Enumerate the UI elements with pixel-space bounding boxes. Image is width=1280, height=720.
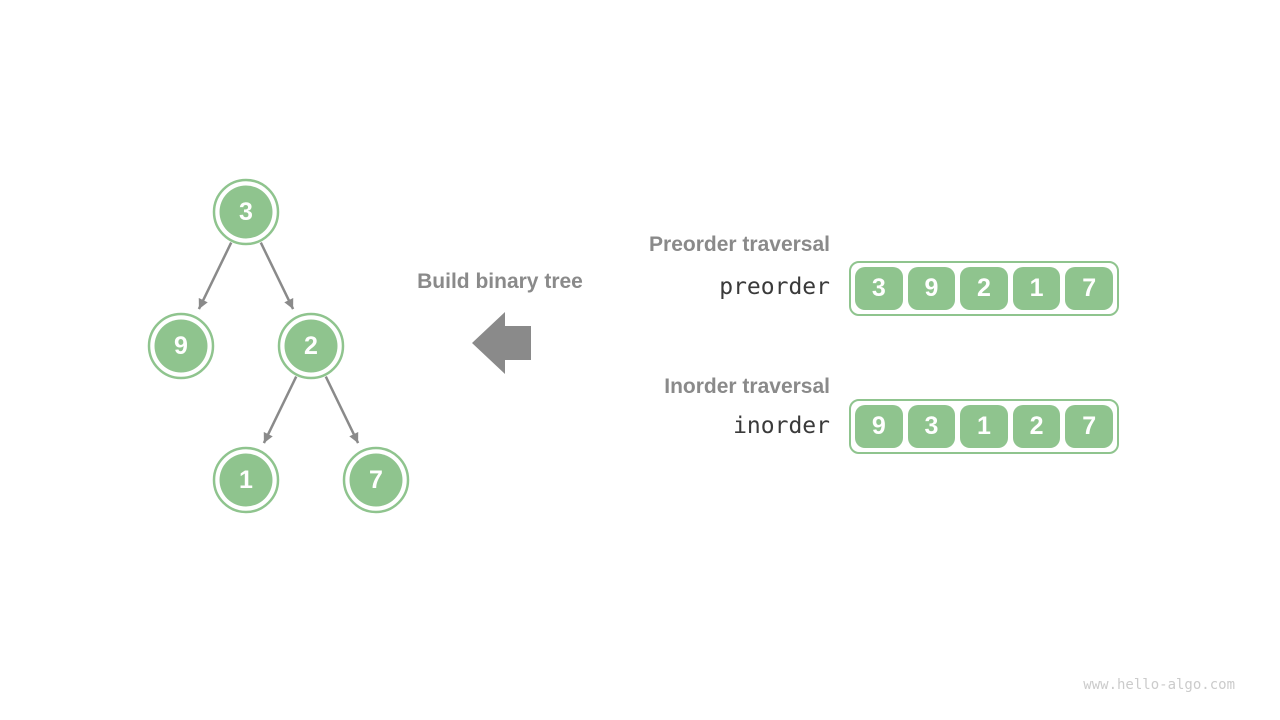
node-fill [154, 319, 208, 373]
tree-edge-2-1 [262, 376, 298, 444]
build-binary-tree-label: Build binary tree [417, 270, 583, 293]
inorder-traversal-title: Inorder traversal [664, 375, 830, 398]
tree-node-root: 3 [212, 178, 280, 246]
node-fill [219, 185, 273, 239]
array-cell: 1 [1012, 267, 1061, 310]
tree-node-value: 2 [304, 332, 318, 360]
array-cell: 9 [907, 267, 956, 310]
array-cell: 7 [1065, 405, 1113, 448]
left-arrow-icon [472, 312, 531, 374]
tree-node-value: 3 [239, 198, 253, 226]
node-fill [219, 453, 273, 507]
tree-node-left: 9 [147, 312, 215, 380]
preorder-label: preorder [719, 274, 830, 300]
array-cell: 7 [1065, 267, 1113, 310]
array-cell: 9 [855, 405, 903, 448]
tree-edge-3-9 [197, 242, 233, 310]
tree-node-right-right: 7 [342, 446, 410, 514]
inorder-label: inorder [733, 413, 830, 439]
tree-node-value: 7 [369, 466, 383, 494]
tree-edges [197, 242, 360, 444]
tree-node-value: 1 [239, 466, 253, 494]
array-cell: 2 [960, 267, 1008, 310]
node-fill [284, 319, 338, 373]
node-fill [349, 453, 403, 507]
tree-node-value: 9 [174, 332, 188, 360]
preorder-traversal-title: Preorder traversal [649, 233, 830, 256]
tree-edge-2-7 [324, 376, 360, 444]
array-cell: 3 [907, 405, 956, 448]
array-cell: 2 [1012, 405, 1061, 448]
array-cell: 1 [960, 405, 1008, 448]
binary-tree-diagram: 3 9 2 1 7 [147, 178, 410, 514]
tree-node-right-left: 1 [212, 446, 280, 514]
tree-edge-3-2 [259, 242, 295, 310]
tree-node-right: 2 [277, 312, 345, 380]
array-cell: 3 [855, 267, 903, 310]
watermark: www.hello-algo.com [1083, 677, 1235, 693]
